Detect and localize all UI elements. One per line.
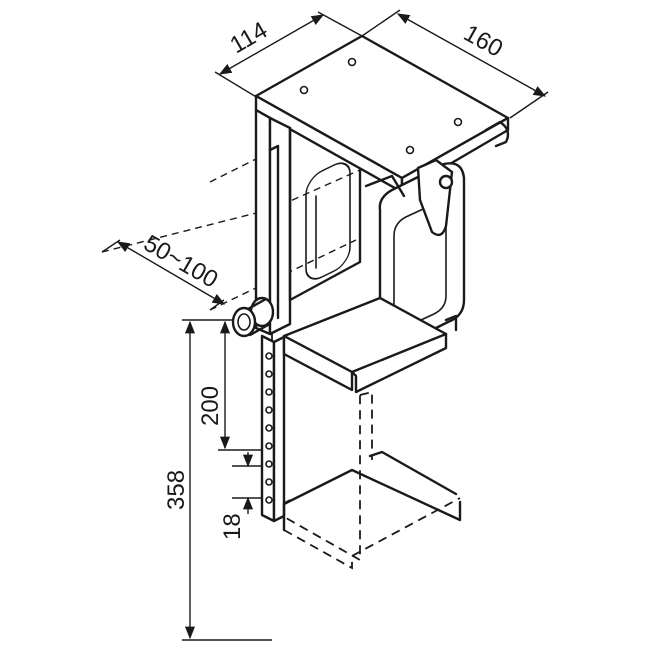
adjust-knob[interactable] — [231, 296, 275, 338]
bottom-cradle — [282, 450, 462, 532]
label-height: 358 — [163, 470, 190, 510]
adjustment-holes — [265, 352, 273, 504]
label-depth: 114 — [226, 17, 273, 60]
vertical-rail — [254, 108, 292, 523]
label-width: 160 — [459, 20, 507, 63]
dimension-lines — [116, 13, 547, 640]
label-adjust: 200 — [197, 386, 224, 426]
clamp-arm — [364, 158, 466, 349]
side-frame — [288, 126, 362, 302]
label-min: 18 — [219, 513, 246, 540]
middle-shelf — [282, 296, 458, 394]
top-plate — [254, 34, 510, 194]
